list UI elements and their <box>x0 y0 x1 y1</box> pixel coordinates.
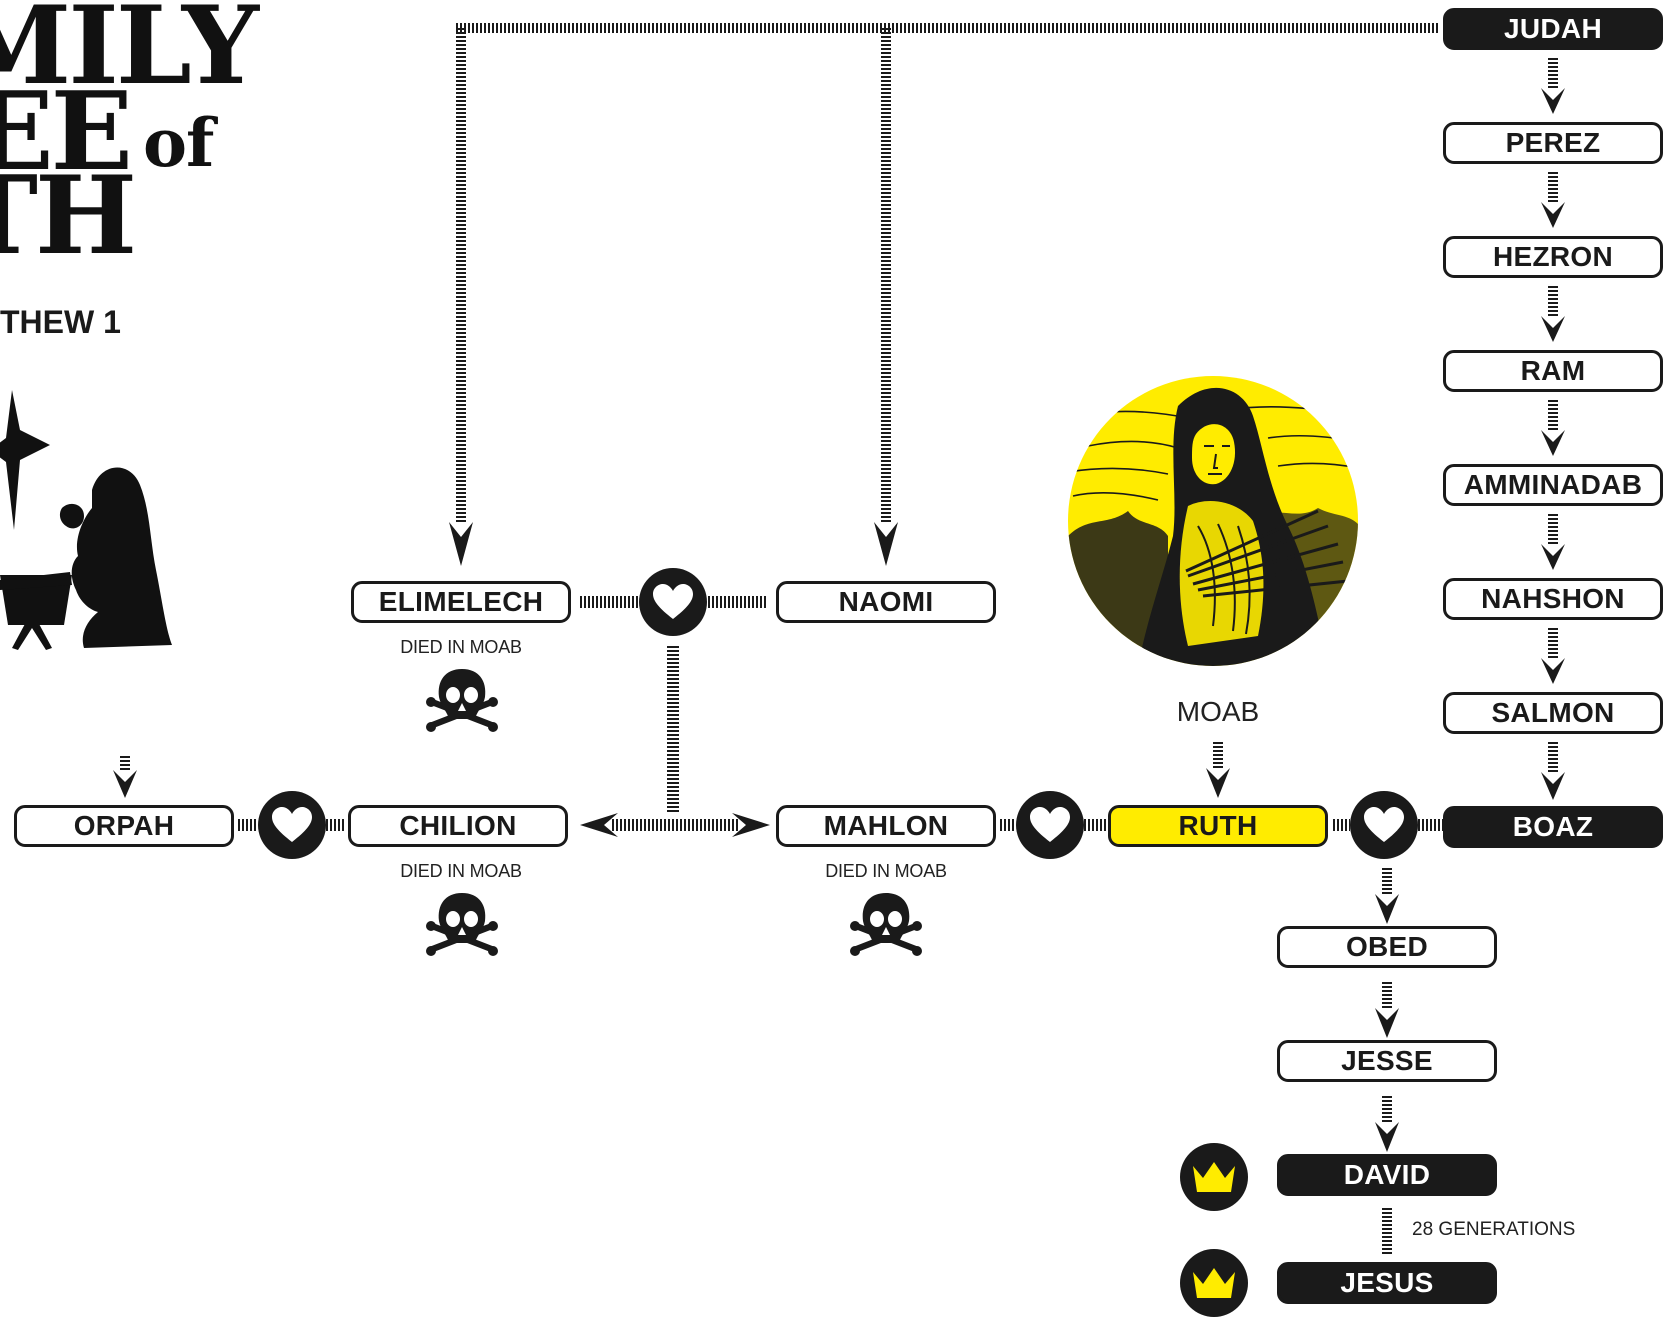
person-salmon[interactable]: SALMON <box>1443 692 1663 734</box>
chilion-death-note: DIED IN MOAB <box>400 861 522 881</box>
heart-icon <box>1364 807 1404 842</box>
skull-crossbones-icon <box>426 669 498 732</box>
person-mahlon[interactable]: MAHLON <box>776 805 996 847</box>
king-badge-david <box>1180 1143 1248 1211</box>
ruth-origin-label: MOAB <box>1176 696 1260 727</box>
marriage-ruth-boaz <box>1350 791 1418 859</box>
person-obed[interactable]: OBED <box>1277 926 1497 968</box>
ruth-engraving-portrait <box>1068 376 1358 666</box>
poster-title: MILY EE of TH <box>0 0 270 270</box>
elimelech-death-note: DIED IN MOAB <box>400 637 522 657</box>
person-boaz[interactable]: BOAZ <box>1443 806 1663 848</box>
person-jesus[interactable]: JESUS <box>1277 1262 1497 1304</box>
title-line-1: MILY <box>0 0 259 109</box>
title-line-3: of <box>143 104 214 182</box>
marriage-mahlon-ruth <box>1016 791 1084 859</box>
person-amminadab[interactable]: AMMINADAB <box>1443 464 1663 506</box>
mahlon-death-note: DIED IN MOAB <box>825 861 947 881</box>
heart-icon <box>272 807 312 842</box>
title-line-4: TH <box>0 153 137 270</box>
person-hezron[interactable]: HEZRON <box>1443 236 1663 278</box>
nativity-silhouette-icon <box>0 390 172 650</box>
marriage-orpah-chilion <box>258 791 326 859</box>
king-badge-jesus <box>1180 1249 1248 1317</box>
heart-icon <box>1030 807 1070 842</box>
person-perez[interactable]: PEREZ <box>1443 122 1663 164</box>
skull-crossbones-icon <box>850 893 922 956</box>
subtitle: THEW 1 <box>0 304 121 340</box>
crown-icon <box>1193 1268 1235 1298</box>
person-orpah[interactable]: ORPAH <box>14 805 234 847</box>
heart-icon <box>653 584 693 619</box>
person-naomi[interactable]: NAOMI <box>776 581 996 623</box>
person-ruth[interactable]: RUTH <box>1108 805 1328 847</box>
person-jesse[interactable]: JESSE <box>1277 1040 1497 1082</box>
title-line-2: EE <box>0 69 133 195</box>
skull-crossbones-icon <box>426 893 498 956</box>
crown-icon <box>1193 1162 1235 1192</box>
person-chilion[interactable]: CHILION <box>348 805 568 847</box>
marriage-elimelech-naomi <box>639 568 707 636</box>
person-ram[interactable]: RAM <box>1443 350 1663 392</box>
person-elimelech[interactable]: ELIMELECH <box>351 581 571 623</box>
generations-label: 28 GENERATIONS <box>1412 1219 1576 1240</box>
person-judah[interactable]: JUDAH <box>1443 8 1663 50</box>
person-david[interactable]: DAVID <box>1277 1154 1497 1196</box>
person-nahshon[interactable]: NAHSHON <box>1443 578 1663 620</box>
